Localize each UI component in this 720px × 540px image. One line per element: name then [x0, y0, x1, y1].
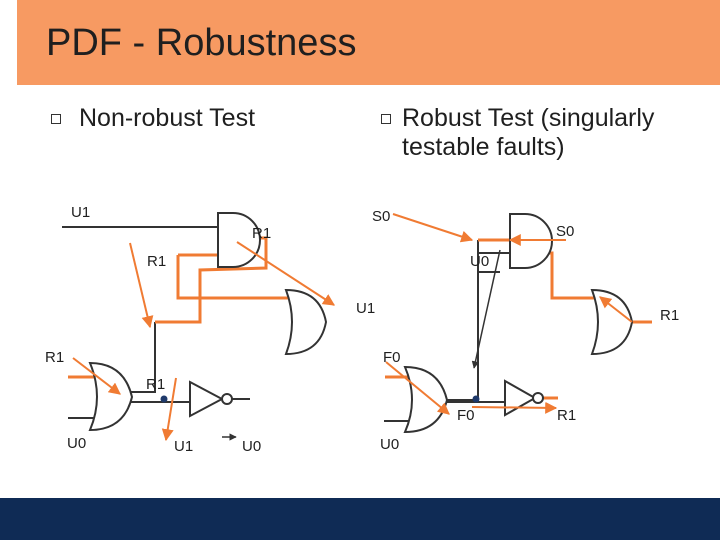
- signal-label: F0: [457, 407, 475, 424]
- bullet-non-robust: Non-robust Test: [79, 104, 256, 132]
- signal-label: R1: [45, 349, 64, 366]
- arrow: [161, 377, 177, 442]
- signal-label: R1: [146, 376, 165, 393]
- footer-bar: [0, 498, 720, 540]
- arrow: [72, 357, 121, 395]
- bullet-robust: Robust Test (singularly testable faults): [402, 104, 655, 161]
- and-gate: [217, 212, 261, 268]
- signal-label: U0: [380, 436, 399, 453]
- or-gate: [284, 288, 328, 356]
- slide-title: PDF - Robustness: [46, 22, 357, 64]
- arrow: [236, 241, 336, 306]
- bullet-square-icon: [381, 114, 391, 124]
- page-number: 7: [673, 484, 680, 498]
- or-gate: [88, 361, 134, 432]
- arrow: [599, 296, 633, 323]
- title-bar-margin: [0, 0, 17, 85]
- junction-dot: [160, 395, 168, 403]
- signal-label: U0: [67, 435, 86, 452]
- signal-label: R1: [660, 307, 679, 324]
- inverter-gate: [504, 379, 538, 417]
- signal-label: F0: [383, 349, 401, 366]
- signal-label: U0: [242, 438, 261, 455]
- signal-label: R1: [557, 407, 576, 424]
- signal-label: U1: [174, 438, 193, 455]
- arrow: [392, 213, 474, 243]
- title-bar: [0, 0, 720, 85]
- signal-label: S0: [372, 208, 390, 225]
- right-circuit: [384, 213, 652, 434]
- arrow: [471, 401, 558, 414]
- signal-label: U0: [470, 253, 489, 270]
- or-gate: [403, 365, 449, 434]
- signal-label: U1: [71, 204, 90, 221]
- signal-label: S0: [556, 223, 574, 240]
- or-gate: [590, 288, 634, 356]
- arrow: [385, 361, 450, 415]
- signal-label: R1: [252, 225, 271, 242]
- bullet-square-icon: [51, 114, 61, 124]
- signal-label: U1: [356, 300, 375, 317]
- signal-label: R1: [147, 253, 166, 270]
- junction-dot: [472, 395, 480, 403]
- inverter-gate: [189, 380, 225, 418]
- left-circuit: [62, 212, 336, 442]
- arrow: [129, 242, 154, 329]
